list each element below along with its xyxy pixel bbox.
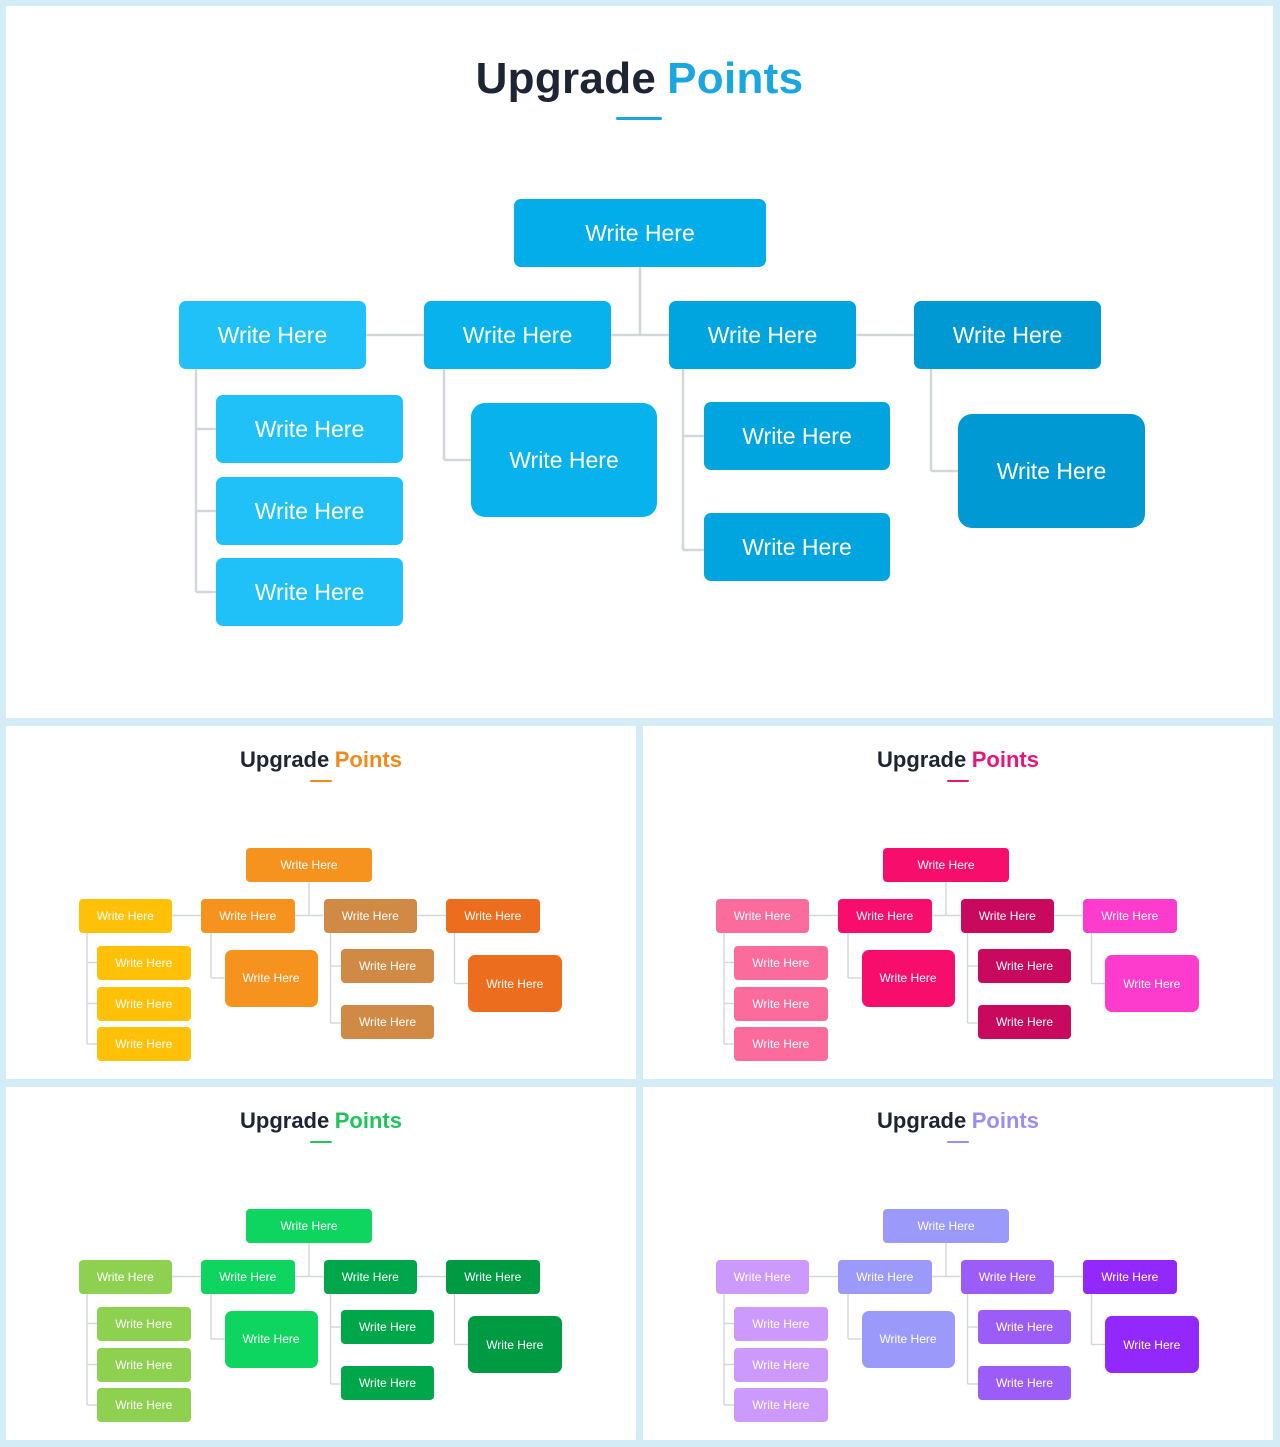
node-c2: Write Here <box>424 301 611 369</box>
node-c3k1: Write Here <box>341 1310 434 1344</box>
title-underline <box>310 1141 332 1143</box>
node-c3k1: Write Here <box>341 949 434 983</box>
title-underline <box>947 1141 969 1143</box>
node-root: Write Here <box>883 1208 1009 1243</box>
title-main: Upgrade <box>475 54 657 103</box>
node-c4: Write Here <box>446 898 540 933</box>
node-c4: Write Here <box>914 301 1101 369</box>
connector-lines <box>723 1242 1105 1406</box>
node-c1: Write Here <box>715 1259 809 1294</box>
node-c1k1: Write Here <box>216 395 403 463</box>
title-main: Upgrade <box>877 1108 967 1133</box>
title-main: Upgrade <box>240 747 330 772</box>
title-accent: Points <box>971 747 1039 772</box>
title-main: Upgrade <box>877 747 967 772</box>
node-c1k3: Write Here <box>734 1388 828 1422</box>
node-c4k1: Write Here <box>468 1316 562 1373</box>
node-c4: Write Here <box>446 1259 540 1294</box>
node-c3k1: Write Here <box>704 402 890 470</box>
node-c2k1: Write Here <box>224 1310 318 1368</box>
node-c3: Write Here <box>323 898 417 933</box>
node-c3k2: Write Here <box>341 1004 434 1039</box>
node-c1k2: Write Here <box>734 1347 828 1382</box>
node-c2k1: Write Here <box>861 1310 955 1368</box>
node-c1: Write Here <box>78 898 172 933</box>
node-c3: Write Here <box>669 301 856 369</box>
node-c4k1: Write Here <box>468 955 562 1012</box>
node-c4k1: Write Here <box>1105 955 1199 1012</box>
node-c3k1: Write Here <box>978 949 1071 983</box>
node-c3k2: Write Here <box>978 1004 1071 1039</box>
title-accent: Points <box>334 1108 402 1133</box>
node-c1: Write Here <box>78 1259 172 1294</box>
connector-lines <box>86 881 468 1045</box>
node-c4: Write Here <box>1083 898 1177 933</box>
title-underline <box>947 780 969 782</box>
node-c1: Write Here <box>179 301 366 369</box>
node-root: Write Here <box>246 1208 372 1243</box>
connector-lines <box>723 881 1105 1045</box>
node-c1k3: Write Here <box>97 1027 191 1061</box>
node-c3k2: Write Here <box>704 513 890 581</box>
node-c4k1: Write Here <box>958 414 1145 528</box>
node-c2: Write Here <box>838 898 932 933</box>
title-accent: Points <box>334 747 402 772</box>
node-c1k3: Write Here <box>97 1388 191 1422</box>
node-c1k1: Write Here <box>734 945 828 980</box>
title-main: Upgrade <box>240 1108 330 1133</box>
node-c2k1: Write Here <box>224 949 318 1007</box>
node-c2: Write Here <box>838 1259 932 1294</box>
node-c2k1: Write Here <box>471 403 657 517</box>
node-root: Write Here <box>883 847 1009 882</box>
node-c1k1: Write Here <box>734 1306 828 1341</box>
node-c1k3: Write Here <box>734 1027 828 1061</box>
node-c1k3: Write Here <box>216 558 403 626</box>
node-c1k2: Write Here <box>97 1347 191 1382</box>
title-underline <box>616 117 662 120</box>
title-underline <box>310 780 332 782</box>
title-accent: Points <box>667 54 804 103</box>
node-c3: Write Here <box>960 1259 1054 1294</box>
node-c3: Write Here <box>960 898 1054 933</box>
node-c1k2: Write Here <box>734 986 828 1021</box>
node-c1: Write Here <box>715 898 809 933</box>
node-c4k1: Write Here <box>1105 1316 1199 1373</box>
node-c2: Write Here <box>201 898 295 933</box>
node-c4: Write Here <box>1083 1259 1177 1294</box>
node-c1k1: Write Here <box>97 945 191 980</box>
node-c3k1: Write Here <box>978 1310 1071 1344</box>
node-root: Write Here <box>514 199 766 267</box>
connector-lines <box>86 1242 468 1406</box>
node-c2k1: Write Here <box>861 949 955 1007</box>
node-c2: Write Here <box>201 1259 295 1294</box>
node-c3k2: Write Here <box>978 1365 1071 1400</box>
node-c3k2: Write Here <box>341 1365 434 1400</box>
title-accent: Points <box>971 1108 1039 1133</box>
node-c1k2: Write Here <box>216 477 403 545</box>
connector-lines <box>194 267 958 594</box>
node-c3: Write Here <box>323 1259 417 1294</box>
node-c1k1: Write Here <box>97 1306 191 1341</box>
node-root: Write Here <box>246 847 372 882</box>
node-c1k2: Write Here <box>97 986 191 1021</box>
